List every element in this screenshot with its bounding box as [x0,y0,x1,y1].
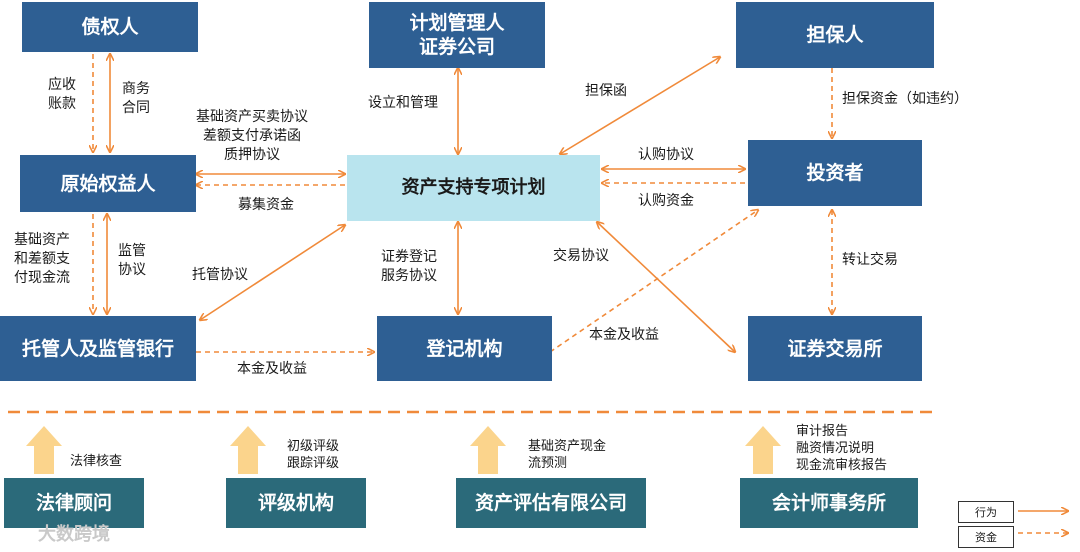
legend-action: 行为 [958,501,1014,523]
guarantor-label: 担保人 [806,24,864,46]
guarantee-letter-label: 担保函 [585,83,627,99]
trade-agreement-label: 交易协议 [553,248,609,264]
contract-label: 商务合同 [122,81,150,116]
receivable-label: 应收账款 [48,77,76,112]
watermark-text: 大数跨境 [38,524,110,545]
raise-funds-label: 募集资金 [238,197,294,213]
originator-label: 原始权益人 [60,172,156,195]
valuation-service-label: 基础资产现金流预测 [528,439,607,471]
arrow-custody [200,225,345,320]
arrow-trade [597,222,735,352]
up-arrow-valuation [470,426,506,474]
rating-agency-node: 评级机构 [226,478,366,528]
creditor-node: 债权人 [22,2,198,52]
rating-service-label: 初级评级跟踪评级 [287,439,340,471]
legal-service-label: 法律核查 [70,454,123,469]
creditor-label: 债权人 [81,16,139,38]
principal-income-investor-label: 本金及收益 [589,327,659,343]
up-arrow-legal [26,426,62,474]
spv-node: 资产支持专项计划 [347,155,600,221]
transfer-trade-label: 转让交易 [842,252,898,268]
supervision-label: 监管协议 [118,243,146,278]
investor-node: 投资者 [748,140,922,206]
plan-manager-label-1: 计划管理人 [409,12,505,34]
plan-manager-label-2: 证券公司 [418,36,495,58]
investor-label: 投资者 [806,162,864,184]
exchange-label: 证券交易所 [787,337,883,360]
legal-advisor-node: 法律顾问 [4,478,144,528]
valuation-company-node: 资产评估有限公司 [456,478,646,528]
exchange-node: 证券交易所 [748,316,922,381]
custodian-node: 托管人及监管银行 [0,316,196,381]
legend-funds: 资金 [958,526,1014,548]
guarantee-funds-label: 担保资金（如违约） [842,91,968,107]
spv-label: 资产支持专项计划 [401,177,546,198]
rating-agency-label: 评级机构 [257,492,334,514]
guarantor-node: 担保人 [736,2,934,68]
registry-label: 登记机构 [426,337,503,360]
valuation-company-label: 资产评估有限公司 [474,492,627,514]
up-arrow-accounting [745,426,781,474]
accounting-firm-node: 会计师事务所 [740,478,918,528]
arrow-guarantee-letter [560,57,720,154]
agreements-label: 基础资产买卖协议差额支付承诺函质押协议 [196,109,308,163]
originator-node: 原始权益人 [20,155,196,212]
arrow-principal-income-investor [549,210,758,353]
registration-label: 证券登记服务协议 [381,249,437,284]
setup-manage-label: 设立和管理 [368,95,438,111]
principal-income-registry-label: 本金及收益 [237,361,307,377]
registry-node: 登记机构 [377,316,552,381]
subscribe-funds-label: 认购资金 [638,193,694,209]
base-cash-label: 基础资产和差额支付现金流 [14,232,70,286]
plan-manager-node: 计划管理人 证券公司 [369,2,545,68]
accounting-service-label: 审计报告融资情况说明现金流审核报告 [796,424,888,473]
subscribe-agreement-label: 认购协议 [638,147,694,163]
custody-label: 托管协议 [192,267,248,283]
legal-advisor-label: 法律顾问 [35,492,112,514]
up-arrow-rating [230,426,266,474]
custodian-label: 托管人及监管银行 [21,337,174,360]
accounting-firm-label: 会计师事务所 [771,492,886,514]
